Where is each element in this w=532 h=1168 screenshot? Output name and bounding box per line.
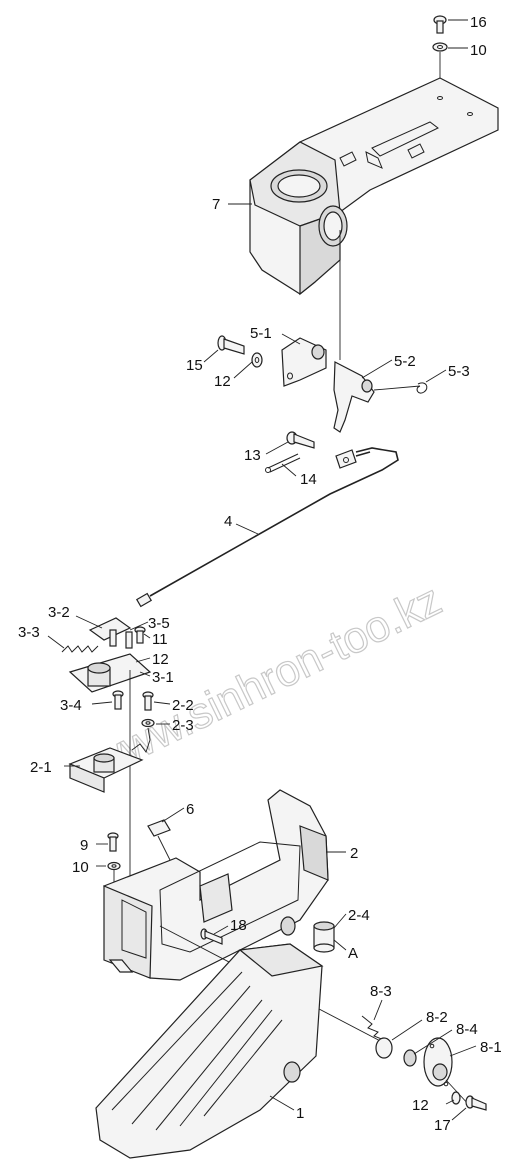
part-13-pin	[286, 431, 315, 449]
part-3-2-lever	[88, 617, 132, 641]
part-8-4-disc	[423, 1037, 453, 1087]
callout-10-top: 10	[470, 42, 487, 59]
part-2-4-bushing	[313, 921, 335, 953]
callout-13: 13	[244, 447, 261, 464]
callout-A: A	[348, 945, 358, 962]
part-8-2-bushing	[375, 1037, 417, 1067]
callout-15: 15	[186, 357, 203, 374]
callout-8-1: 8-1	[480, 1039, 502, 1056]
part-12-washer-c	[451, 1091, 461, 1105]
part-3-3-spring	[61, 645, 99, 653]
callout-12-a: 12	[214, 373, 231, 390]
callout-8-2: 8-2	[426, 1009, 448, 1026]
callout-2-2: 2-2	[172, 697, 194, 714]
callout-3-1: 3-1	[152, 669, 174, 686]
part-2-3-washer	[141, 718, 155, 728]
callout-18: 18	[230, 917, 247, 934]
part-11-screw	[134, 626, 146, 644]
callout-3-4: 3-4	[60, 697, 82, 714]
callout-12-b: 12	[152, 651, 169, 668]
part-2-frame	[103, 789, 329, 981]
callout-3-5: 3-5	[148, 615, 170, 632]
callout-7: 7	[212, 196, 220, 213]
part-10-washer-top	[432, 42, 448, 52]
callout-5-1: 5-1	[250, 325, 272, 342]
part-14-cotter-pin	[265, 453, 301, 473]
part-5-2-lever	[333, 361, 375, 433]
part-15-bolt	[217, 335, 245, 355]
part-2-2-bolt	[142, 691, 154, 711]
callout-16: 16	[470, 14, 487, 31]
callout-17: 17	[434, 1117, 451, 1134]
callout-8-4: 8-4	[456, 1021, 478, 1038]
callout-2-4: 2-4	[348, 907, 370, 924]
part-5-3-clip	[416, 382, 428, 394]
callout-9: 9	[80, 837, 88, 854]
callout-5-2: 5-2	[394, 353, 416, 370]
callout-6: 6	[186, 801, 194, 818]
callout-2-1: 2-1	[30, 759, 52, 776]
part-7-top-cover	[249, 77, 499, 296]
part-17-bolt	[465, 1095, 487, 1111]
callout-11: 11	[152, 631, 168, 648]
callout-14: 14	[300, 471, 317, 488]
part-4-cable-end	[335, 449, 357, 469]
part-5-1-bracket	[281, 337, 327, 387]
part-3-1-base-plate	[68, 653, 152, 693]
callout-8-3: 8-3	[370, 983, 392, 1000]
part-3-4-screw	[112, 690, 124, 710]
part-10-washer-low	[107, 861, 121, 871]
callout-10-low: 10	[72, 859, 89, 876]
callout-3-3: 3-3	[18, 624, 40, 641]
callout-3-2: 3-2	[48, 604, 70, 621]
callout-2-3: 2-3	[172, 717, 194, 734]
part-12-washer-a	[251, 352, 263, 368]
part-2-1-bracket	[68, 747, 144, 793]
callout-4: 4	[224, 513, 232, 530]
watermark-text: www.sinhron-too.kz	[84, 575, 449, 787]
part-4-cable	[135, 447, 399, 608]
callout-12-c: 12	[412, 1097, 429, 1114]
part-16-screw	[433, 15, 447, 34]
callout-1: 1	[296, 1105, 304, 1122]
part-3-5-pin	[109, 629, 133, 649]
part-1-lower-cover	[95, 943, 324, 1159]
part-9-screw	[107, 832, 119, 852]
part-6-clip	[147, 819, 171, 837]
part-18-screw	[200, 928, 223, 945]
callout-2: 2	[350, 845, 358, 862]
callout-5-3: 5-3	[448, 363, 470, 380]
